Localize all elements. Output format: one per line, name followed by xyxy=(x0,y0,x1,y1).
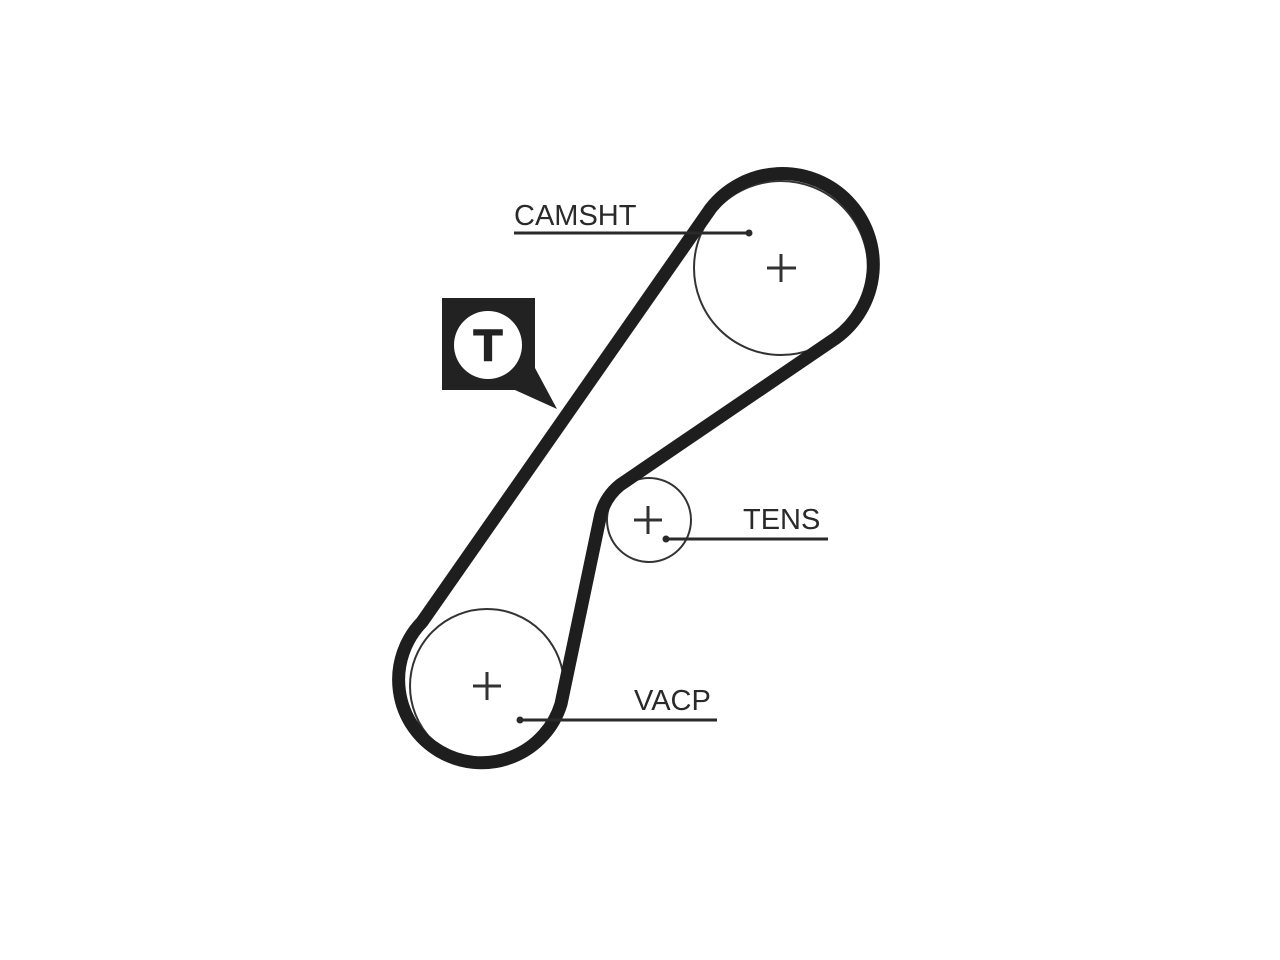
timing-belt xyxy=(392,167,880,770)
leader-lines xyxy=(514,229,828,724)
camshaft-center-mark xyxy=(767,254,796,282)
water-pump-leader-dot xyxy=(516,716,524,724)
camshaft-leader-dot xyxy=(745,229,753,237)
tensioner-pulley xyxy=(606,477,692,563)
water-pump-label: VACP xyxy=(634,685,711,717)
tensioner-center-mark xyxy=(634,506,662,534)
tension-badge-circle xyxy=(454,311,522,379)
camshaft-label: CAMSHT xyxy=(514,200,637,232)
tensioner-leader-dot xyxy=(662,535,670,543)
tensioner-label: TENS xyxy=(743,504,820,536)
tension-badge-letter: T xyxy=(473,321,503,372)
water-pump-center-mark xyxy=(473,672,501,700)
tension-badge: T xyxy=(442,298,557,409)
labels: CAMSHT TENS VACP xyxy=(514,200,820,717)
center-marks xyxy=(473,254,796,700)
